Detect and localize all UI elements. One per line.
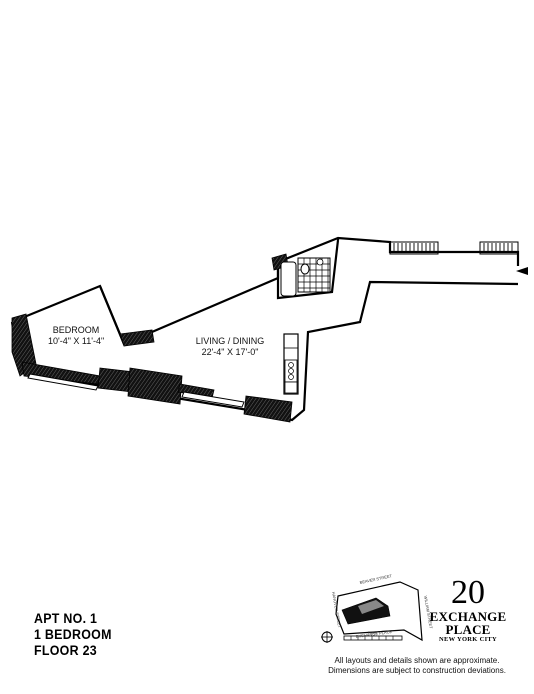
hatched-wall-segments xyxy=(11,253,293,423)
entry-arrow-icon xyxy=(516,267,528,275)
living-dining-label: LIVING / DINING 22'-4" X 17'-0" xyxy=(190,336,270,358)
window-1 xyxy=(27,373,99,391)
bedroom-dimensions: 10'-4" X 11'-4" xyxy=(48,336,105,346)
windows xyxy=(27,373,245,408)
bath-partition xyxy=(276,239,340,300)
living-dining-name: LIVING / DINING xyxy=(195,336,265,346)
toilet xyxy=(300,263,310,275)
railing-right xyxy=(479,241,519,255)
bedroom-name: BEDROOM xyxy=(52,325,100,335)
balcony-railings xyxy=(389,241,519,255)
living-dining-dimensions: 22'-4" X 17'-0" xyxy=(201,347,259,357)
scale-bar xyxy=(343,635,403,641)
railing-left xyxy=(389,241,439,255)
building-city: NEW YORK CITY xyxy=(438,636,498,643)
kitchen-counter xyxy=(283,333,299,395)
building-name-line1: EXCHANGE xyxy=(429,609,507,624)
apartment-floor: FLOOR 23 xyxy=(34,643,97,658)
building-name-line2: PLACE xyxy=(445,622,491,637)
apartment-type: 1 BEDROOM xyxy=(34,627,112,642)
bathroom-tile-floor xyxy=(297,257,331,293)
disclaimer: All layouts and details shown are approx… xyxy=(310,656,524,675)
disclaimer-line2: Dimensions are subject to construction d… xyxy=(328,665,506,675)
railing-left-balusters xyxy=(393,243,435,253)
key-plan-scale-label: FEET xyxy=(368,630,379,635)
bathtub xyxy=(280,261,297,297)
key-plan-street-west: HANOVER STREET xyxy=(331,591,342,629)
south-wall-east xyxy=(243,395,293,423)
stove xyxy=(284,359,298,383)
key-plan-street-east: WILLIAM STREET xyxy=(423,595,434,629)
window-2 xyxy=(181,391,245,408)
key-plan: FEET BEAVER STREET EXCHANGE PLACE WILLIA… xyxy=(321,573,434,643)
apartment-info: APT NO. 1 1 BEDROOM FLOOR 23 xyxy=(34,611,112,659)
key-plan-street-south: EXCHANGE PLACE xyxy=(355,629,392,639)
disclaimer-line1: All layouts and details shown are approx… xyxy=(334,656,500,665)
key-plan-street-north: BEAVER STREET xyxy=(359,573,393,585)
fridge xyxy=(284,381,298,394)
bedroom-column xyxy=(119,329,155,347)
building-logo: 20 EXCHANGE PLACE NEW YORK CITY xyxy=(426,576,510,644)
key-plan-highlight xyxy=(358,600,384,614)
apartment-number: APT NO. 1 xyxy=(34,611,98,626)
sink xyxy=(316,258,324,266)
south-column-2 xyxy=(127,367,183,405)
bedroom-label: BEDROOM 10'-4" X 11'-4" xyxy=(48,325,104,347)
building-number: 20 xyxy=(451,574,485,611)
bathroom xyxy=(280,257,331,297)
railing-right-balusters xyxy=(483,243,513,253)
building-name: EXCHANGE PLACE xyxy=(426,610,510,636)
